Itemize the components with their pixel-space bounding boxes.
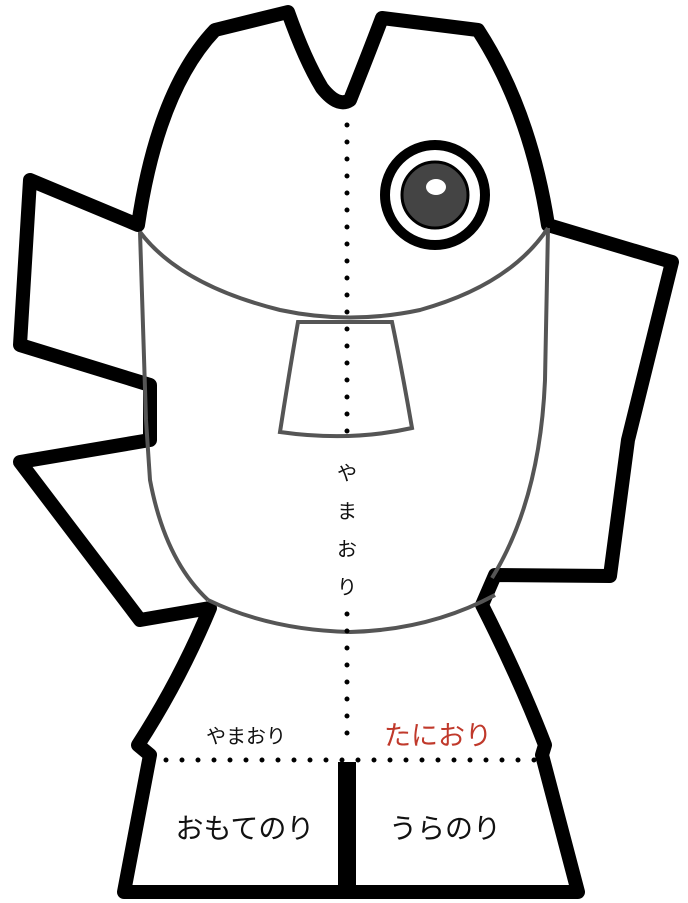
right-fold-label: たにおり (384, 721, 492, 752)
vertical-fold-char-4: り (337, 575, 357, 599)
vertical-fold-char-3: お (337, 537, 357, 561)
vertical-fold-char-1: や (337, 461, 357, 485)
right-glue-label: うらのり (389, 812, 501, 845)
body-bottom-curve-line (207, 593, 496, 635)
vertical-fold-char-2: ま (337, 499, 357, 523)
head-curve-line (138, 226, 550, 320)
eye-iris (400, 160, 470, 230)
eye-highlight (426, 179, 446, 195)
cutout-outline (13, 5, 679, 899)
body-left-side-line (138, 231, 210, 602)
body-right-side-line (490, 227, 550, 580)
center-slit (338, 762, 356, 892)
left-fold-label: やまおり (206, 724, 286, 748)
left-glue-label: おもてのり (176, 812, 315, 845)
